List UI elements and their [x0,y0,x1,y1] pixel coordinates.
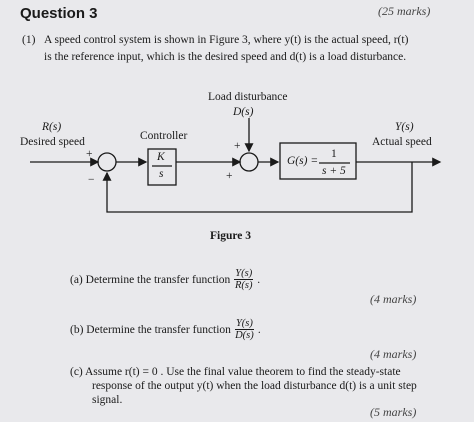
part1-line1: A speed control system is shown in Figur… [44,34,409,46]
sum2-plus-top: + [234,140,241,152]
reference-signal-label: R(s) [42,121,62,133]
desired-speed-label: Desired speed [20,136,85,148]
feedback-path [102,162,413,213]
part-a-fraction: Y(s) R(s) [234,268,254,291]
part-b-label: (b) Determine the transfer function [70,323,231,336]
part-c-line3: signal. [92,394,123,406]
question-title: Question 3 [20,5,98,22]
part-c-marks: (5 marks) [370,405,417,419]
controller-numerator: K [157,151,165,163]
part-b-numerator: Y(s) [234,318,254,330]
part-b-row: (b) Determine the transfer function Y(s)… [70,318,261,341]
part-a-denominator: R(s) [235,280,253,291]
controller-label: Controller [140,130,188,142]
part-a-row: (a) Determine the transfer function Y(s)… [70,268,260,291]
figure-caption: Figure 3 [210,230,251,242]
part-c-line1: (c) Assume r(t) = 0 . Use the final valu… [70,366,401,378]
plant-numerator: 1 [331,148,337,160]
sum1-minus-sign: − [88,174,95,186]
question-marks: (25 marks) [378,4,431,18]
controller-denominator: s [159,168,164,180]
sum1-plus-sign: + [86,148,93,160]
part1-number: (1) [22,34,36,46]
controller-block [147,148,177,186]
part-a-label: (a) Determine the transfer function [70,273,231,286]
part-b-period: . [257,323,261,336]
part-a-period: . [257,273,261,286]
sum2-plus-bottom: + [226,170,233,182]
plant-lhs: G(s) = [287,155,319,167]
load-disturbance-label: Load disturbance [208,91,288,103]
part-c-line2: response of the output y(t) when the loa… [92,380,417,392]
disturbance-signal-label: D(s) [233,106,254,118]
block-diagram [30,118,442,213]
part-b-denominator: D(s) [235,330,254,341]
part1-line2: is the reference input, which is the des… [44,51,407,63]
summing-junction-2 [239,152,259,172]
part-a-marks: (4 marks) [370,292,417,306]
part-b-marks: (4 marks) [370,347,417,361]
plant-denominator: s + 5 [322,165,346,177]
output-signal-label: Y(s) [395,121,414,133]
plant-block [279,142,357,180]
actual-speed-label: Actual speed [372,136,432,148]
part-b-fraction: Y(s) D(s) [234,318,254,341]
part-a-numerator: Y(s) [234,268,254,280]
summing-junction-1 [97,152,117,172]
